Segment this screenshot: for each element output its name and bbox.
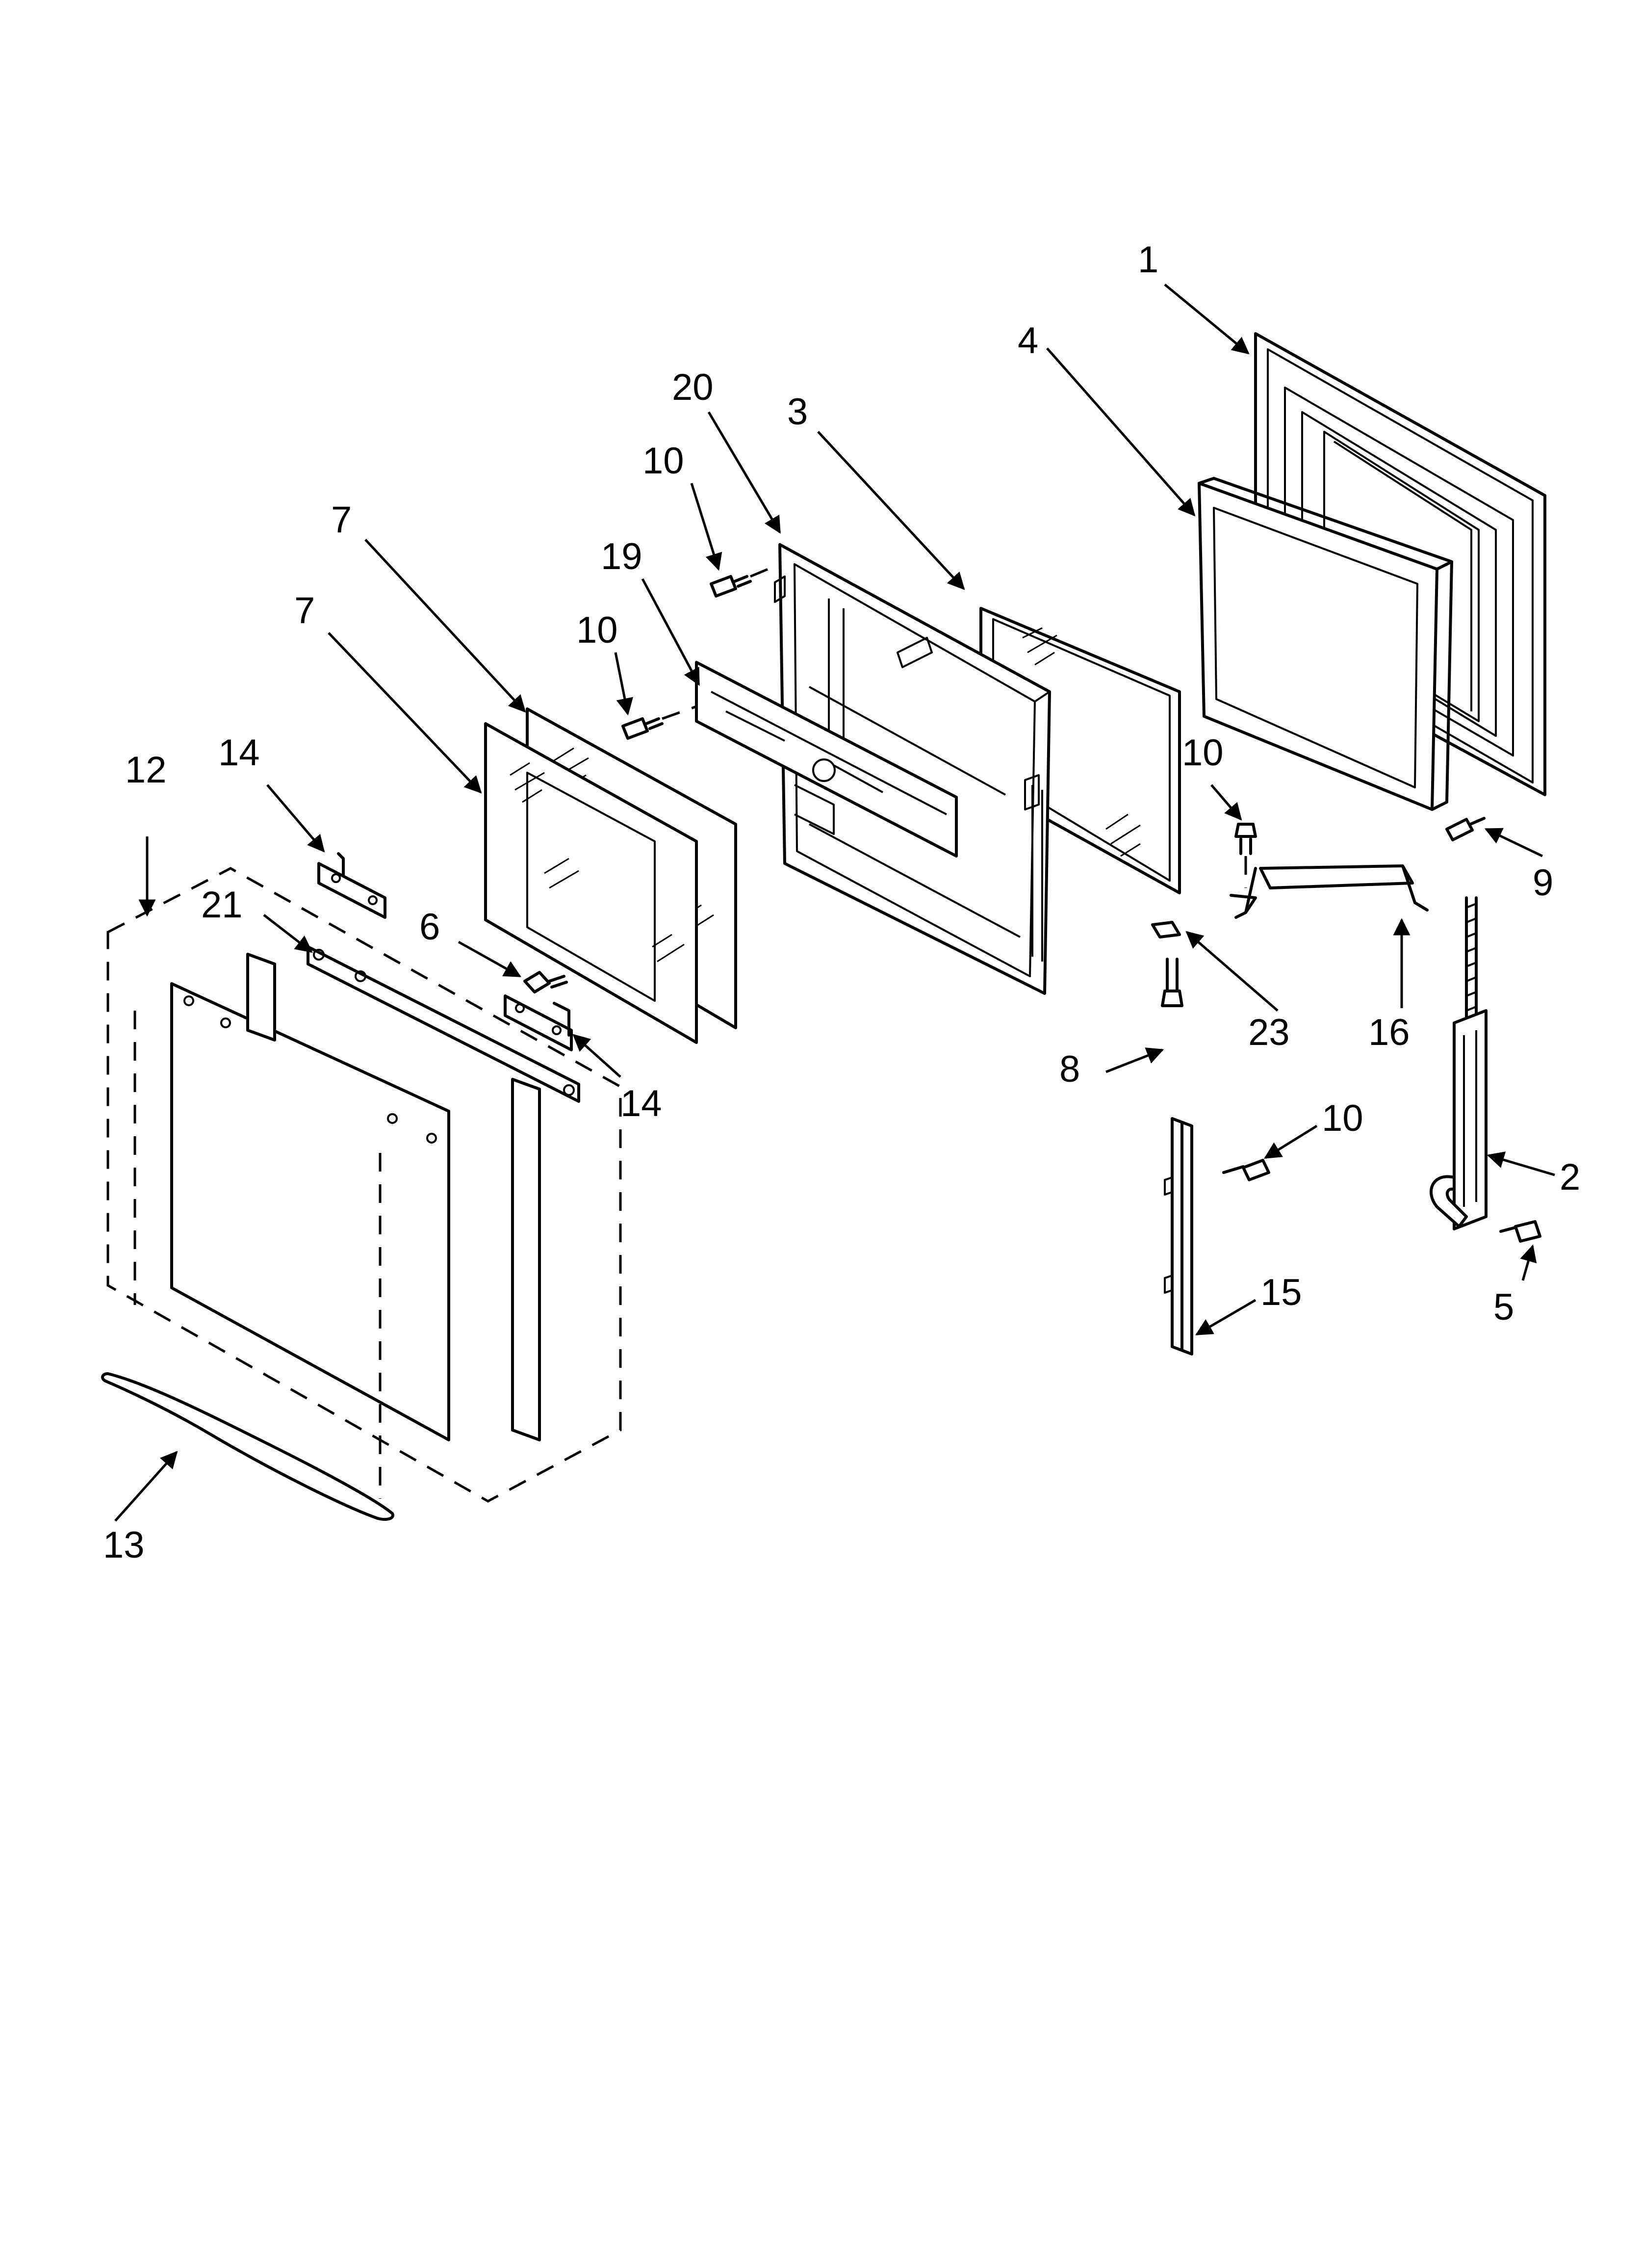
part-9-screw <box>1445 817 1486 841</box>
callout-14-upper: 14 <box>218 732 260 774</box>
part-12-outer-door-assembly <box>106 867 622 1503</box>
part-4-door-liner <box>1198 477 1453 811</box>
callout-1: 1 <box>1138 239 1158 281</box>
callout-16: 16 <box>1368 1012 1410 1053</box>
leader-lines <box>114 284 1555 1522</box>
callout-14-lower: 14 <box>620 1083 662 1124</box>
part-5-screw <box>1499 1220 1541 1243</box>
callout-10-upper: 10 <box>642 440 684 482</box>
part-16-support-bracket <box>1230 864 1429 919</box>
callout-20: 20 <box>672 366 714 408</box>
callout-2: 2 <box>1560 1156 1580 1198</box>
callout-8: 8 <box>1059 1048 1080 1090</box>
callout-3: 3 <box>787 391 808 433</box>
callout-21: 21 <box>201 884 243 926</box>
part-10-screw-mid <box>621 705 697 740</box>
part-23-clip <box>1151 921 1181 938</box>
part-21-trim-strip <box>307 945 580 1103</box>
part-14-hinge-bracket-lower <box>504 994 573 1051</box>
part-19-shield-plate <box>695 661 958 858</box>
part-8-screw <box>1161 958 1183 1007</box>
callout-10-mid: 10 <box>576 609 618 651</box>
part-15-door-bracket <box>1164 1117 1193 1356</box>
callout-13: 13 <box>103 1524 145 1566</box>
callout-7-second: 7 <box>294 590 315 631</box>
part-10-screw-lower <box>1222 1159 1270 1181</box>
part-13-door-handle <box>101 1372 394 1521</box>
callout-labels: 1 4 3 20 10 19 10 7 7 14 12 21 6 14 13 1… <box>103 239 1580 1566</box>
part-10-screw-upper <box>710 563 780 598</box>
callout-23: 23 <box>1248 1012 1290 1053</box>
part-2-hinge <box>1429 896 1488 1230</box>
callout-15: 15 <box>1260 1272 1302 1313</box>
callout-6: 6 <box>419 906 440 948</box>
callout-7-top: 7 <box>331 499 352 541</box>
part-14-hinge-bracket-upper <box>317 852 386 919</box>
callout-5: 5 <box>1493 1286 1514 1328</box>
part-10-screw-right <box>1234 823 1257 888</box>
callout-12: 12 <box>125 749 167 791</box>
callout-10-right: 10 <box>1182 732 1224 774</box>
part-6-screw <box>523 971 568 993</box>
callout-4: 4 <box>1018 320 1038 362</box>
callout-19: 19 <box>601 536 642 577</box>
part-7-glass-panel-front <box>484 722 698 1044</box>
callout-9: 9 <box>1533 862 1553 904</box>
callout-10-lower: 10 <box>1322 1097 1363 1139</box>
